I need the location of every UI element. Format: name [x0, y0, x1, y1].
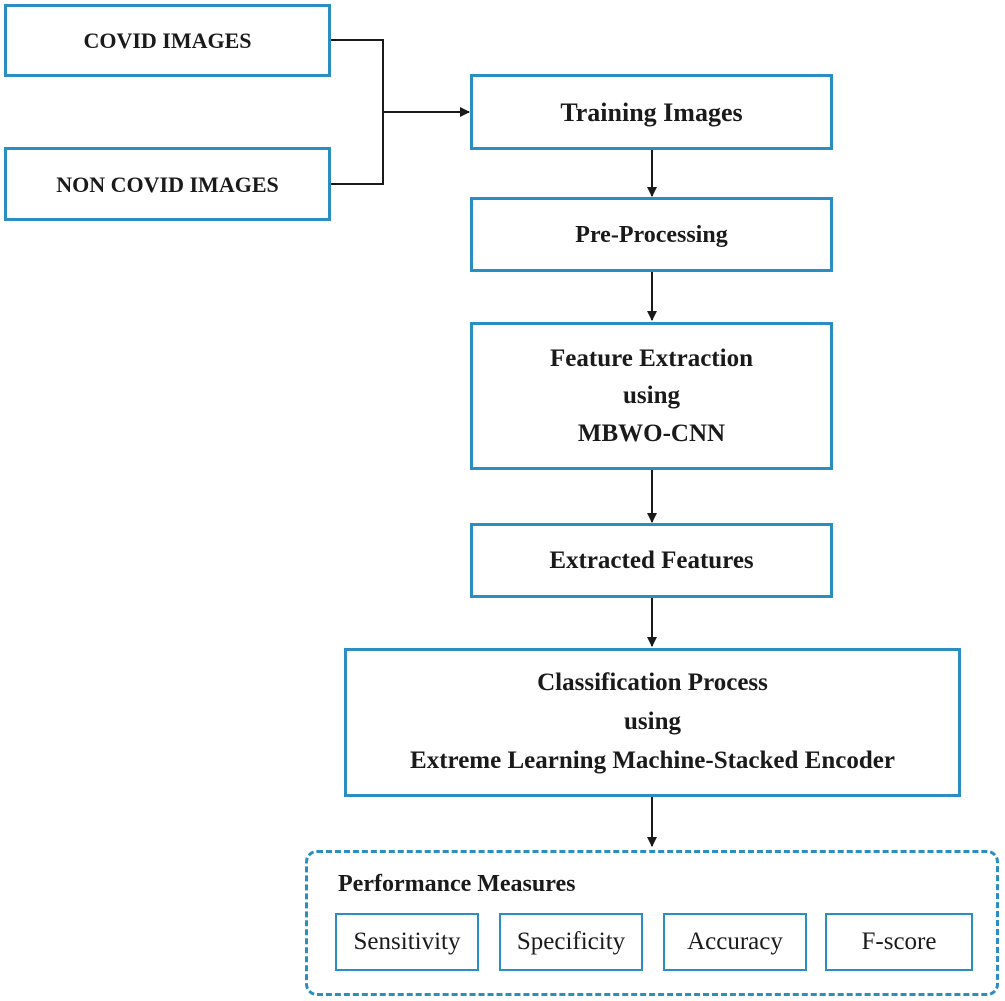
classification-line-3: Extreme Learning Machine-Stacked Encoder — [410, 746, 895, 774]
training-images-box: Training Images — [470, 74, 833, 150]
performance-measures-title: Performance Measures — [338, 871, 576, 897]
extracted-features-label: Extracted Features — [549, 546, 754, 574]
classification-line-2: using — [624, 708, 681, 736]
extracted-features-box: Extracted Features — [470, 523, 833, 598]
feature-extraction-line-1: Feature Extraction — [550, 344, 753, 372]
pre-processing-box: Pre-Processing — [470, 197, 833, 272]
metric-specificity: Specificity — [499, 913, 643, 971]
pre-processing-label: Pre-Processing — [575, 221, 728, 248]
non-covid-images-label: NON COVID IMAGES — [56, 171, 279, 197]
feature-extraction-box: Feature Extraction using MBWO-CNN — [470, 322, 833, 470]
classification-line-1: Classification Process — [537, 669, 768, 697]
feature-extraction-line-2: using — [623, 382, 680, 410]
non-covid-images-box: NON COVID IMAGES — [4, 147, 331, 221]
feature-extraction-line-3: MBWO-CNN — [577, 419, 726, 447]
covid-images-box: COVID IMAGES — [4, 4, 331, 77]
classification-process-box: Classification Process using Extreme Lea… — [344, 648, 961, 797]
metric-accuracy: Accuracy — [663, 913, 807, 971]
covid-connector — [331, 39, 384, 112]
metric-sensitivity: Sensitivity — [335, 913, 479, 971]
metric-f-score: F-score — [825, 913, 973, 971]
training-images-label: Training Images — [560, 97, 743, 127]
covid-images-label: COVID IMAGES — [83, 28, 252, 53]
non-covid-connector — [331, 112, 384, 185]
performance-measures-group: Performance Measures Sensitivity Specifi… — [305, 850, 999, 996]
